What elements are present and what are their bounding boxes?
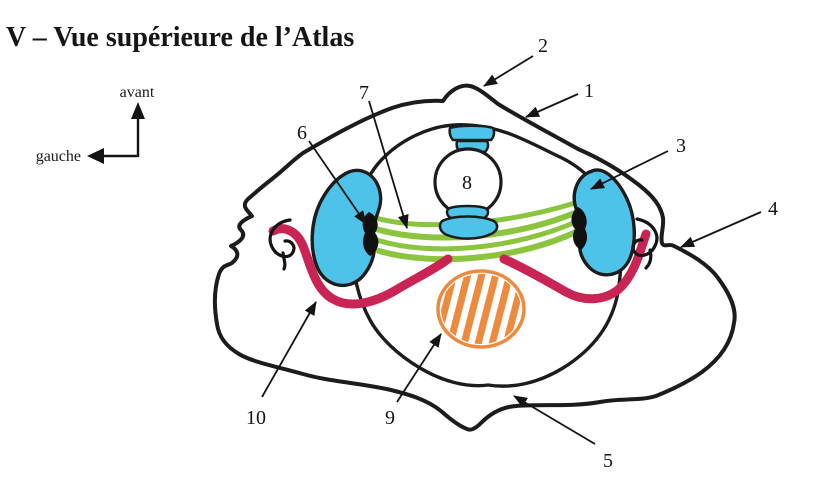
orientation-compass: avant gauche — [36, 84, 155, 165]
arrow-6 — [308, 140, 367, 225]
right-vertebral-artery — [499, 229, 651, 304]
callout-number-4: 4 — [768, 198, 778, 220]
dens-number-label: 8 — [462, 172, 472, 194]
arrow-7 — [368, 100, 409, 229]
callout-number-3: 3 — [676, 135, 686, 157]
callout-number-7: 7 — [359, 82, 369, 104]
left-vertebral-artery — [268, 224, 453, 309]
transverse-ligament-bands — [373, 200, 581, 263]
arrow-3 — [590, 150, 669, 190]
arrow-1 — [525, 93, 579, 118]
arrow-10 — [261, 301, 317, 398]
callout-number-2: 2 — [538, 35, 548, 57]
left-ligament-attachment-tubercle — [362, 212, 379, 256]
callout-number-9: 9 — [385, 407, 395, 429]
arrow-2 — [483, 55, 534, 87]
right-ligament-attachment-tubercle — [571, 207, 588, 250]
arrow-4 — [680, 211, 762, 248]
vertebral-arteries — [268, 224, 651, 309]
callout-arrows — [261, 55, 762, 445]
callout-number-10: 10 — [246, 407, 266, 429]
arrow-9 — [396, 333, 442, 403]
compass-left-label: gauche — [36, 148, 81, 165]
arrow-5 — [513, 395, 596, 445]
callout-number-6: 6 — [297, 122, 307, 144]
spinal-cord-hatched-circle — [436, 269, 526, 349]
right-foramen-curl — [631, 217, 659, 258]
page-title: V – Vue supérieure de l’Atlas — [6, 22, 354, 53]
compass-up-arrowhead-icon — [131, 102, 145, 119]
callout-numbers: 1 2 3 4 5 6 7 9 10 — [246, 35, 778, 472]
callout-number-1: 1 — [584, 80, 594, 102]
transverse-foramen-curls — [268, 217, 659, 271]
compass-up-label: avant — [120, 84, 155, 101]
dens-articular-stack-bottom — [438, 204, 499, 240]
compass-left-arrowhead-icon — [87, 148, 104, 164]
left-superior-articular-facet — [310, 168, 383, 288]
callout-number-5: 5 — [603, 450, 613, 472]
